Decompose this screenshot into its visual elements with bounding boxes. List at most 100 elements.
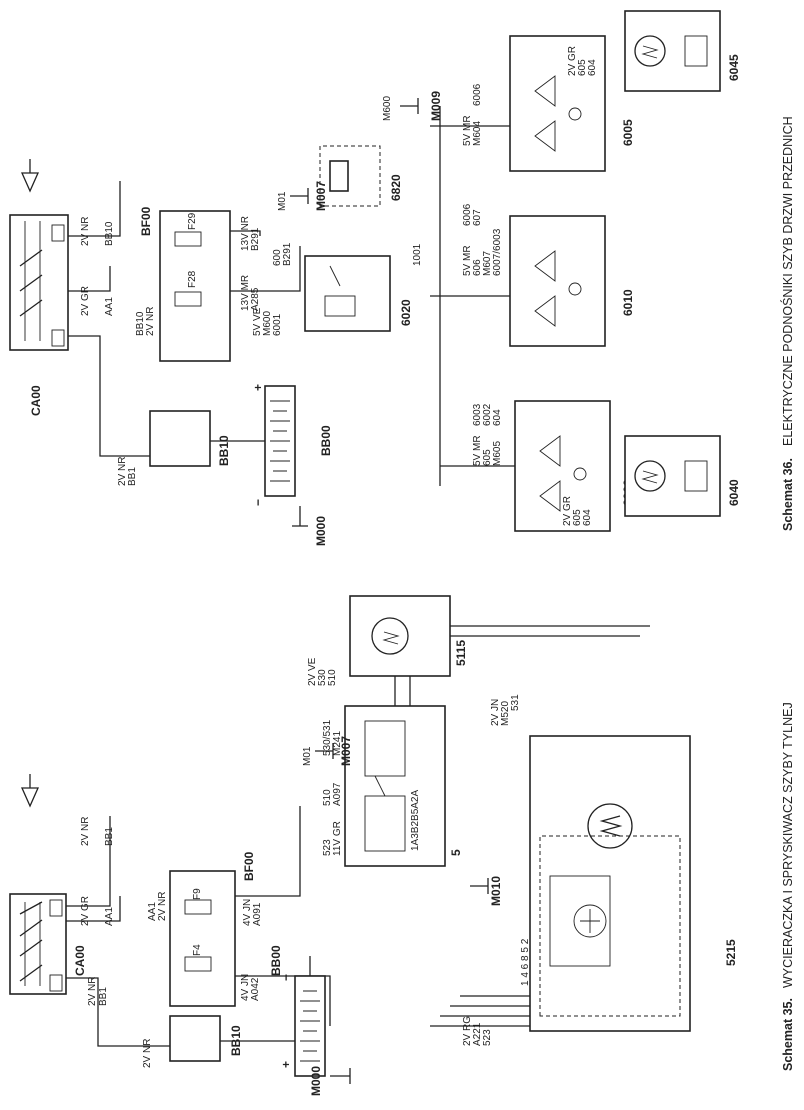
c6040-wire-20: 2V GR [562,496,573,526]
bb10-box: BB10 [169,1015,243,1062]
bf00-fuse-f28: F28 [187,270,198,288]
bb00-battery: BB00 + − [269,945,326,1077]
c6005-wire-41: M604 [472,121,483,146]
key-icon [20,774,40,808]
c6010-wire-31: M607 [482,251,493,276]
c5115-label: 5115 [454,640,468,666]
c6045-motor: 6045 [624,10,741,92]
m007-wire-19: M01 [277,191,288,211]
ca00-switch-36: CA00 [9,214,69,416]
m007-label-35: M007 [339,736,353,766]
m007-ground-36: M007 M01 [277,181,328,211]
bb10-wire-36-2: BB1 [127,467,138,486]
m009-wire-36: M600 [382,96,393,121]
c5115-wire-29: 510 [327,669,338,686]
bf00-wire-9: 4V JN [242,899,253,926]
c6820-sensor: 6820 [319,145,403,207]
c5-wire-20: M241 [332,731,343,756]
key-icon-36 [20,159,40,193]
bb10-wire-30: 2V NR [142,1039,153,1068]
c6045-wire-38: 605 [577,59,588,76]
c6010-wire-33: 6006 [462,203,473,226]
ca00-wire-36-4: BB10 [104,221,115,246]
c6020-wire-17: B291 [282,242,293,266]
c6010-wire-34: 607 [472,209,483,226]
c6005-wire-40: 6006 [472,83,483,106]
bf00-wire-11: 4V JN [240,974,251,1001]
ca00-wire-6: AA1 [104,907,115,926]
bb10-label-36: BB10 [217,435,231,466]
c6005-wire-35: 5V MR [462,115,473,146]
c6820-label: 6820 [389,174,403,201]
bb00-label-36: BB00 [319,425,333,456]
m007-label-36: M007 [314,181,328,211]
bf00-fusebox-36: F28 F29 BF00 [139,206,231,362]
rotated-sheet: CA00 2V NR BB1 2V GR AA1 2V NR BB1 F4 F9 [9,10,795,1096]
c6045-wire-37: 2V GR [567,46,578,76]
bf00-wire-36-7: 2V NR [145,307,156,336]
bb00-plus: + [279,1061,293,1068]
c5215-wire-25: 531 [510,694,521,711]
m010-ground: M010 [470,876,503,906]
c6000-wire-25: M605 [492,441,503,466]
c6020-wire-14: M600 [262,311,273,336]
m010-label: M010 [489,876,503,906]
bf00-wire-36-10: A285 [250,287,261,311]
bf00-wire-36-11: 13V NR [240,216,251,251]
bb00-minus: − [279,974,293,981]
c6010-label: 6010 [621,289,635,316]
ca00-label: CA00 [73,945,87,976]
bf00-fuse-f29: F29 [187,212,198,230]
c6040-label: 6040 [727,479,741,506]
ca00-wire-36-5: 2V GR [80,286,91,316]
c6005-label: 6005 [621,119,635,146]
bb10-wire-36-1: 2V NR [117,457,128,486]
c6010-switch: 6010 [509,215,635,347]
scheme35-caption: Schemat 35. [781,998,795,1071]
bb00-battery-36: BB00 + − [251,384,333,506]
bf00-wire-7: 2V NR [157,892,168,921]
scheme35-caption-text: WYCIERACZKA I SPRYSKIWACZ SZYBY TYLNEJ [781,702,795,988]
scheme-36: CA00 2V GR AA1 2V NR BB10 F28 F29 BF00 2… [9,10,795,546]
c6000-wire-27: 6002 [482,403,493,426]
c5-wire-18: A097 [332,782,343,806]
c6000-wire-28: 604 [492,409,503,426]
c5-pin-codes: 1A3B2B5A2A [410,790,421,851]
bb00-label: BB00 [269,945,283,976]
m009-ground: M009 M600 [382,91,443,121]
c6010-wire-29: 5V MR [462,245,473,276]
c5-relay: 5 [344,705,463,867]
m000-label-36: M000 [314,516,328,546]
c5215-wire-23: 2V JN [490,699,501,726]
c6040-wire-21: 605 [572,509,583,526]
ca00-wire-36-6: AA1 [104,297,115,316]
bf00-wire-36-8: BB10 [135,311,146,336]
m000-ground: M000 [309,1066,351,1096]
c5215-motor-icon [587,803,633,849]
c5-label: 5 [449,849,463,856]
c6020-wire-15: 6001 [272,313,283,336]
c6020-wire-18: 1001 [412,243,423,266]
bf00-wire-8: AA1 [147,902,158,921]
m000-label: M000 [309,1066,323,1096]
c5115-wire-28: 530 [317,669,328,686]
bf00-label: BF00 [242,851,256,881]
m007-wire-26: M01 [302,746,313,766]
c6045-label: 6045 [727,54,741,81]
c6000-wire-26: 6003 [472,403,483,426]
c5215-module: 5215 1 4 6 8 5 2 [520,735,738,1032]
bf00-fuse-f4: F4 [192,944,203,956]
ca00-wire-36-3: 2V NR [80,217,91,246]
ca00-wire-4: BB1 [104,827,115,846]
ca00-wire-2: BB1 [98,987,109,1006]
c5-wire-17: 523 [322,839,333,856]
c6045-wire-39: 604 [587,59,598,76]
ca00-wire-1: 2V NR [87,977,98,1006]
c6040-motor: 6040 [624,435,741,517]
c6020-label: 6020 [399,299,413,326]
bf00-wire-36-9: 13V MR [240,275,251,311]
c5215-wire-24: M520 [500,701,511,726]
m007-ground-35: M007 M01 [302,736,353,766]
c6040-wire-22: 604 [582,509,593,526]
